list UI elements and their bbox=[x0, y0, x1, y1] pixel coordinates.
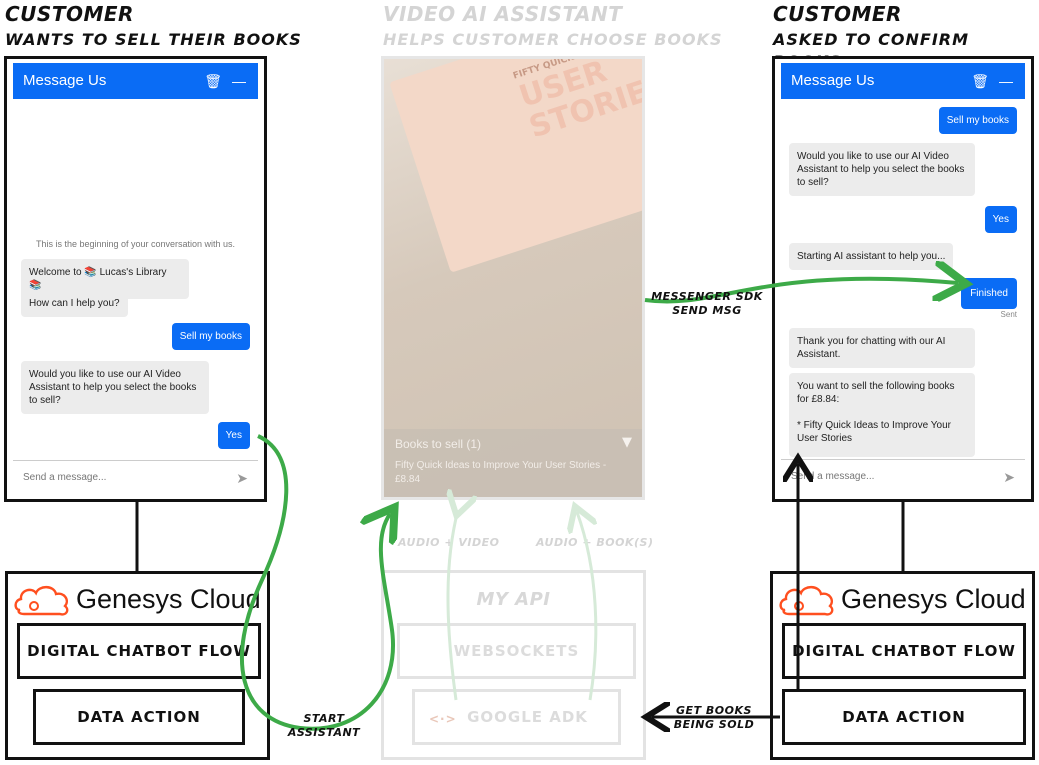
audio-video-arrow bbox=[448, 510, 458, 700]
start-assistant-label: START ASSISTANT bbox=[284, 712, 364, 740]
messenger-sdk-label: MESSENGER SDK SEND MSG bbox=[645, 290, 769, 318]
get-books-label: GET BOOKS BEING SOLD bbox=[668, 704, 760, 732]
start-assistant-arrow bbox=[242, 436, 393, 729]
audio-books-arrow bbox=[577, 512, 596, 700]
